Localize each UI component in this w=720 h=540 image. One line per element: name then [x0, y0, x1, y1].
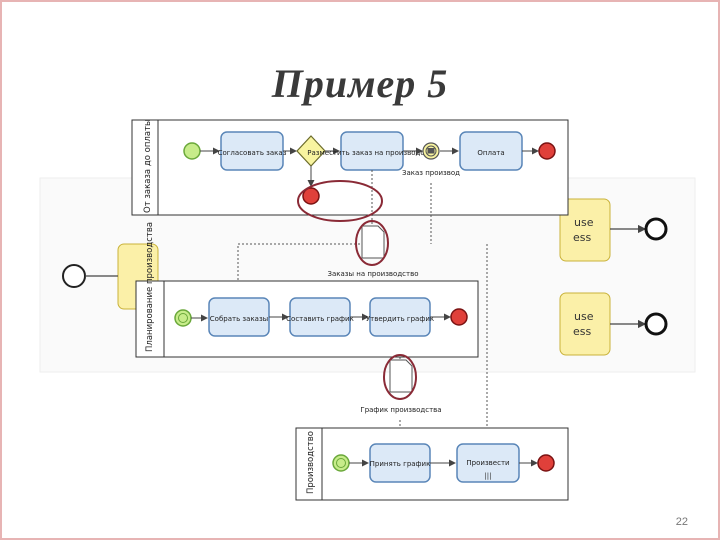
intermediate-event-inner — [425, 145, 437, 157]
end-event-planning — [450, 308, 468, 326]
data-object-orders-label: Заказы на производство — [327, 270, 418, 278]
highlights — [297, 180, 417, 400]
task-approve-schedule-label: Утвердить график — [366, 315, 434, 323]
pool-planning: Планирование производства Собрать заказы… — [135, 222, 479, 358]
task-make-schedule-label: Составить график — [286, 315, 354, 323]
slide-title: Пример 5 — [271, 61, 449, 106]
data-object-orders: Заказы на производство — [327, 225, 419, 278]
background-task-lower — [559, 292, 611, 356]
task-payment-label: Оплата — [477, 149, 504, 157]
end-event-gateway — [302, 187, 320, 205]
start-event-planning-inner — [178, 313, 188, 323]
data-object-orders-shape — [361, 225, 385, 259]
highlight-gateway-end — [297, 180, 383, 222]
data-object-schedule: График производства — [360, 359, 442, 414]
background-task-upper-label-1: use — [574, 216, 594, 229]
multi-instance-icon: ||| — [484, 472, 491, 480]
background-task-lower-label-2: ess — [573, 325, 591, 338]
data-object-schedule-label: График производства — [360, 406, 441, 414]
end-event-production — [537, 454, 555, 472]
task-receive-schedule-label: Принять график — [370, 460, 431, 468]
start-event-planning — [174, 309, 192, 327]
task-produce-label: Произвести — [466, 459, 509, 467]
background-task-upper-label-2: ess — [573, 231, 591, 244]
pool-order: От заказа до оплаты Согласовать заказ Ра… — [131, 119, 569, 216]
data-object-schedule-shape — [389, 359, 413, 393]
task-agree-order-label: Согласовать заказ — [218, 149, 287, 157]
start-event-production-inner — [336, 458, 346, 468]
highlight-schedule-object — [383, 354, 417, 400]
task-place-order-label: Разместить заказ на производство — [307, 149, 436, 157]
background-start-event — [62, 264, 86, 288]
background-end-event-lower — [644, 312, 668, 336]
lane-label-order: От заказа до оплаты — [143, 119, 153, 213]
task-collect-orders-label: Собрать заказы — [210, 315, 268, 323]
pool-production: Производство Принять график Произвести |… — [295, 427, 569, 501]
page-number: 22 — [675, 516, 688, 528]
background-end-event-upper — [644, 217, 668, 241]
start-event-production — [332, 454, 350, 472]
lane-label-production: Производство — [306, 431, 316, 494]
lane-label-planning: Планирование производства — [145, 222, 155, 352]
envelope-icon — [427, 148, 435, 154]
highlight-orders-object — [355, 220, 389, 266]
event-order-production-label: Заказ производ — [402, 169, 460, 177]
end-event-order — [538, 142, 556, 160]
start-event-order — [183, 142, 201, 160]
message-flow-to-planning — [234, 243, 360, 296]
message-flows — [234, 170, 491, 444]
background-task-lower-label-1: use — [574, 310, 594, 323]
background-task-upper — [559, 198, 611, 262]
